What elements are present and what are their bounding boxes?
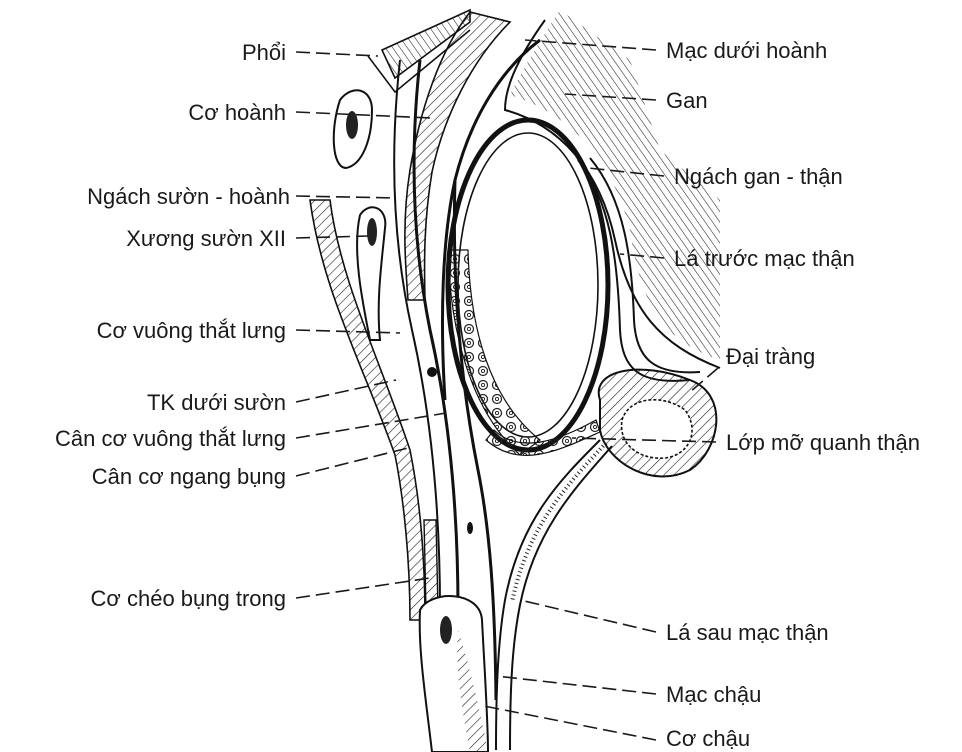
internal-oblique-shape <box>424 520 438 610</box>
diaphragm-crus <box>334 90 372 168</box>
label-lop-mo-quanh-than: Lớp mỡ quanh thận <box>726 430 920 455</box>
label-dai-trang: Đại tràng <box>726 344 815 369</box>
label-mac-duoi-hoanh: Mạc dưới hoành <box>666 38 827 63</box>
label-la-sau-mac-than: Lá sau mạc thận <box>666 620 829 645</box>
label-phoi: Phổi <box>242 40 286 65</box>
label-tk-duoi-suon: TK dưới sườn <box>147 390 286 415</box>
iliac-bone <box>420 596 488 752</box>
label-xuong-suon-xii: Xương sườn XII <box>126 226 286 251</box>
label-can-co-ngang-bung: Cân cơ ngang bụng <box>92 464 286 489</box>
kidney-shape <box>448 120 608 450</box>
left-labels: Phổi Cơ hoành Ngách sườn - hoành Xương s… <box>55 40 290 611</box>
label-co-hoanh: Cơ hoành <box>188 100 286 125</box>
label-gan: Gan <box>666 88 708 113</box>
label-co-chau: Cơ chậu <box>666 726 750 751</box>
label-co-cheo-bung-trong: Cơ chéo bụng trong <box>91 586 286 611</box>
label-can-co-vuong-that-lung: Cân cơ vuông thắt lưng <box>55 426 286 451</box>
posterior-renal-fascia <box>496 440 612 750</box>
label-mac-chau: Mạc chậu <box>666 682 761 707</box>
label-co-vuong-that-lung: Cơ vuông thắt lưng <box>97 318 286 343</box>
label-ngach-suon-hoanh: Ngách sườn - hoành <box>87 184 290 209</box>
colon-shape <box>599 370 717 477</box>
label-ngach-gan-than: Ngách gan - thận <box>674 164 843 189</box>
label-la-truoc-mac-than: Lá trước mạc thận <box>674 246 855 271</box>
